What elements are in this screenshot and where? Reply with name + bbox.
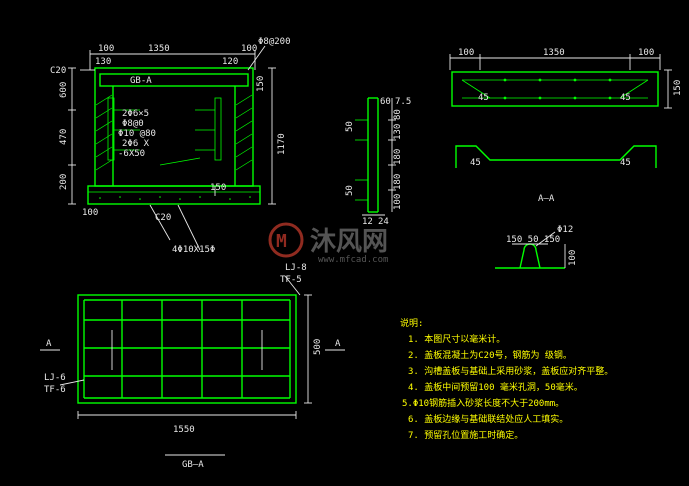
notes: 说明: 1. 本图尺寸以毫米计。 2. 盖板混凝土为C20号，钢筋为 级钢。 3… [400, 317, 613, 441]
dim-12: 12 [362, 217, 373, 227]
note-bar-1: 2Φ6×5 [122, 109, 149, 119]
aa-slab [451, 71, 659, 107]
base-slab [87, 185, 261, 205]
aa-rebar-dots [503, 78, 612, 100]
watermark-url: www.mfcad.com [318, 255, 388, 265]
watermark: M 沐风网 www.mfcad.com [268, 222, 388, 265]
note-6: 6. 盖板边缘与基础联结处应人工填实。 [408, 413, 568, 425]
aa-bent-bar [455, 145, 657, 168]
leader-lines [80, 45, 266, 251]
plan-dim-width: 1550 [173, 425, 195, 435]
aa-angle-3: 45 [470, 158, 481, 168]
left-wall-hatch [95, 94, 113, 171]
aa-dim-lines [449, 54, 672, 109]
note-bar-top: Φ8@200 [258, 37, 291, 47]
dim-right-top: 150 [256, 76, 266, 92]
detail-studs [355, 119, 368, 201]
aa-angle-2: 45 [620, 93, 631, 103]
note-5: 5.Φ10钢筋插入砂浆长度不大于200mm。 [402, 397, 564, 409]
hook-label-top: Φ12 [557, 225, 573, 235]
hook-dim-lines [512, 231, 566, 268]
aa-angle-1: 45 [478, 93, 489, 103]
dim-7-5: 7.5 [395, 97, 411, 107]
side-4: 180 [393, 174, 403, 190]
dim-60: 60 [380, 97, 391, 107]
side-2: 130 [393, 124, 403, 140]
right-wall-hatch [235, 94, 253, 171]
hook-dim: 150 50 150 [506, 235, 560, 245]
aa-dim-side: 150 [673, 80, 683, 96]
dim-h-top: 600 [59, 82, 69, 98]
detail-dim-lines [362, 98, 396, 216]
plan-section-marks [40, 275, 345, 456]
detail-mid: 60 7.5 50 50 12 24 80 130 180 180 100 [345, 97, 411, 227]
dim-width: 1350 [148, 44, 170, 54]
aa-dim-left: 100 [458, 48, 474, 58]
aa-rebar [461, 79, 649, 99]
section-gb: 1350 100 100 130 120 GB-A Φ8@200 C20 600… [50, 37, 291, 255]
cover-slab [99, 73, 249, 87]
side-1: 80 [393, 109, 403, 120]
plan-dim-height: 500 [313, 339, 323, 355]
section-aa: 100 1350 100 150 45 45 45 45 A—A [449, 48, 683, 204]
svg-text:M: M [276, 231, 287, 252]
section-gb-label: GB-A [130, 76, 152, 86]
notes-title: 说明: [400, 317, 423, 329]
plan-gb: A A 1550 500 LJ-8 TF-5 LJ-6 TF-6 GB—A [40, 263, 345, 470]
watermark-logo-icon [268, 222, 304, 258]
note-3: 3. 沟槽盖板与基础上采用砂浆，盖板应对齐平整。 [408, 365, 613, 377]
section-aa-label: A—A [538, 194, 555, 204]
dimension-lines [68, 50, 276, 205]
section-mark-left: A [46, 339, 52, 349]
concrete-dots [99, 196, 251, 200]
section-mark-right: A [335, 339, 341, 349]
dim-right: 100 [241, 44, 257, 54]
hook-dim-side: 100 [568, 250, 578, 266]
note-4: 4. 盖板中间预留100 毫米孔洞，50毫米。 [408, 381, 583, 393]
rebar-brackets [107, 97, 222, 166]
plan-outline [77, 294, 297, 404]
dim-h-mid: 470 [59, 129, 69, 145]
note-angle: 4Φ10X15Φ [172, 245, 215, 255]
dim-left: 100 [98, 44, 114, 54]
plan-gb-label: GB—A [182, 460, 204, 470]
dim-50a: 50 [345, 121, 355, 132]
side-3: 180 [393, 149, 403, 165]
aa-dim-mid: 1350 [543, 48, 565, 58]
plan-grid [83, 299, 291, 399]
dim-total: 1170 [277, 133, 287, 155]
dim-small-left: 130 [95, 57, 111, 67]
note-bar-3: Φ10 @80 [118, 129, 156, 139]
note-bar-2: Φ8@0 [122, 119, 144, 129]
hook-loop [519, 243, 541, 269]
tag-left-1: LJ-6 [44, 373, 66, 383]
note-bar-5: -6X50 [118, 149, 145, 159]
note-bar-4: 2Φ6 X [122, 139, 150, 149]
detail-hook: Φ12 150 50 150 100 [495, 225, 578, 269]
dim-h-bot: 200 [59, 174, 69, 190]
dim-24: 24 [378, 217, 389, 227]
side-5: 100 [393, 194, 403, 210]
watermark-brand: 沐风网 [310, 227, 388, 257]
aa-dim-right: 100 [638, 48, 654, 58]
note-2: 2. 盖板混凝土为C20号，钢筋为 级钢。 [408, 349, 572, 361]
note-1: 1. 本图尺寸以毫米计。 [408, 333, 505, 345]
note-150: 150 [210, 183, 226, 193]
note-c20: C20 [50, 66, 66, 76]
aa-angle-4: 45 [620, 158, 631, 168]
tag-top-2: TF-5 [280, 275, 302, 285]
dim-bottom: 100 [82, 208, 98, 218]
note-c20-base: C20 [155, 213, 171, 223]
dim-small-right: 120 [222, 57, 238, 67]
tag-left-2: TF-6 [44, 385, 66, 395]
note-7: 7. 预留孔位置施工时确定。 [408, 429, 523, 441]
tag-top-1: LJ-8 [285, 263, 307, 273]
dim-50b: 50 [345, 185, 355, 196]
